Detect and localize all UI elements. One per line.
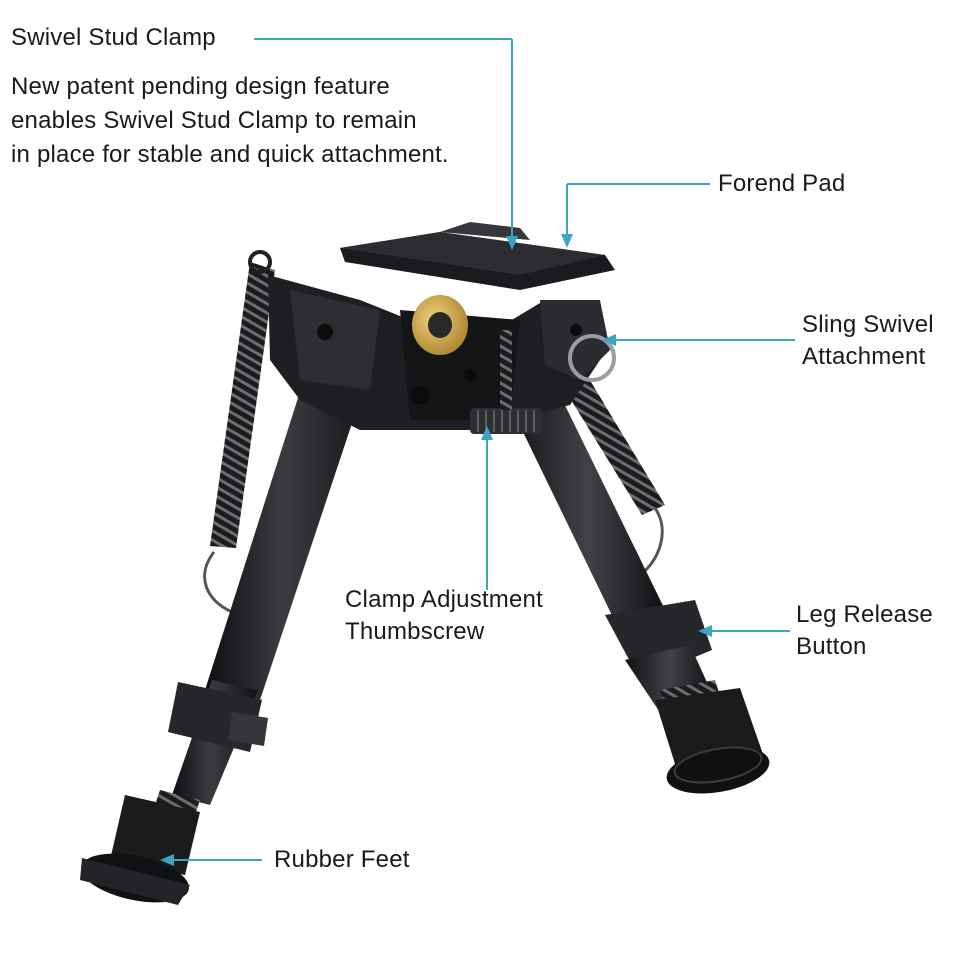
arrowhead-icon (160, 854, 174, 866)
callout-line: Forend Pad (718, 170, 846, 197)
leader-thumbscrew (481, 426, 493, 590)
callout-line: Clamp Adjustment (345, 586, 543, 613)
arrowhead-icon (561, 234, 573, 248)
bipod-head (268, 275, 616, 434)
label-forend-pad: Forend Pad (718, 168, 845, 200)
leader-rubber-feet (160, 854, 262, 866)
arrowhead-icon (602, 334, 616, 346)
label-clamp-adjustment-thumbscrew: Clamp Adjustment Thumbscrew (345, 584, 543, 648)
callout-line: Attachment (802, 343, 926, 370)
label-swivel-stud-clamp: Swivel Stud Clamp (11, 22, 216, 54)
description-line: in place for stable and quick attachment… (11, 141, 449, 168)
description-line: enables Swivel Stud Clamp to remain (11, 107, 417, 134)
label-rubber-feet: Rubber Feet (274, 844, 410, 876)
leader-sling-swivel (602, 334, 795, 346)
description-line: New patent pending design feature (11, 73, 390, 100)
arrowhead-icon (481, 426, 493, 440)
callout-title: Swivel Stud Clamp (11, 24, 216, 51)
label-leg-release-button: Leg Release Button (796, 599, 933, 663)
arrowhead-icon (698, 625, 712, 637)
callout-line: Button (796, 633, 867, 660)
callout-line: Leg Release (796, 601, 933, 628)
leader-leg-release (698, 625, 790, 637)
swivel-stud-clamp-description: New patent pending design feature enable… (11, 70, 449, 172)
arrowhead-icon (506, 236, 518, 250)
forend-pad (340, 222, 615, 290)
left-leg (80, 335, 378, 905)
callout-line: Sling Swivel (802, 311, 934, 338)
leader-swivel-stud-clamp (254, 38, 518, 250)
callout-line: Thumbscrew (345, 618, 485, 645)
label-sling-swivel-attachment: Sling Swivel Attachment (802, 309, 934, 373)
callout-line: Rubber Feet (274, 846, 410, 873)
right-leg (505, 395, 770, 794)
leader-forend-pad (561, 183, 710, 248)
